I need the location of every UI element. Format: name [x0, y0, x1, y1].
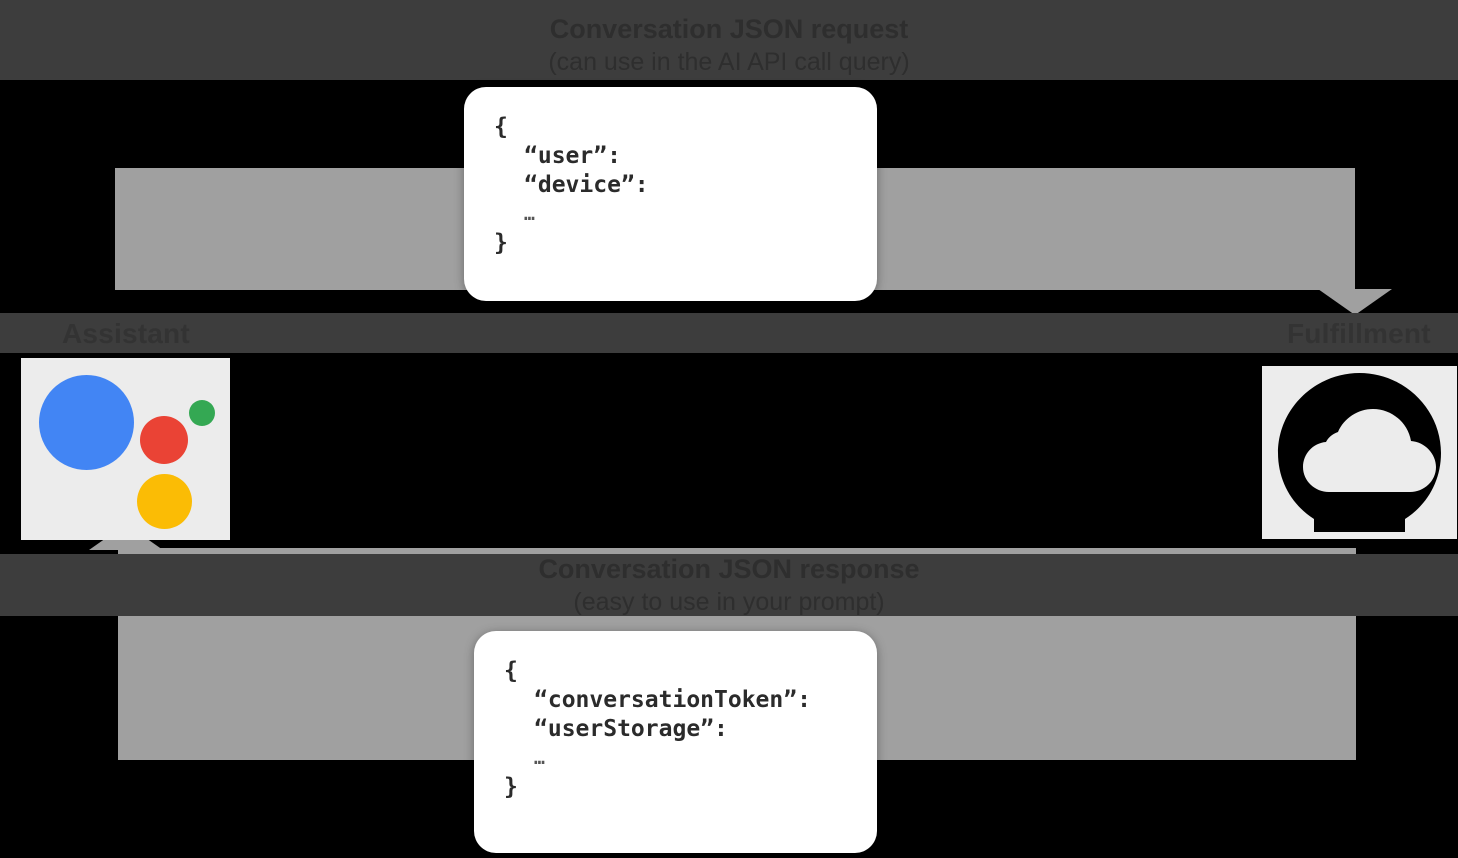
fulfillment-node-label: Fulfillment	[1287, 318, 1431, 349]
assistant-logo-tile	[21, 358, 230, 540]
google-assistant-green-dot-icon	[189, 400, 215, 426]
code-line: {	[504, 658, 518, 684]
request-caption-title: Conversation JSON request	[549, 14, 909, 44]
code-line: “userStorage”:	[534, 716, 728, 742]
top-caption-strip	[0, 0, 1458, 80]
response-caption-subtitle: (easy to use in your prompt)	[573, 588, 885, 616]
request-flow-caption: Conversation JSON request (can use in th…	[0, 12, 1458, 78]
code-line: }	[504, 774, 518, 800]
request-caption-subtitle: (can use in the AI API call query)	[548, 48, 910, 76]
middle-label-strip	[0, 313, 1458, 353]
code-line: }	[494, 230, 508, 256]
cloud-logo-icon	[1278, 373, 1441, 532]
code-line: “user”:	[524, 143, 621, 169]
response-caption-title: Conversation JSON response	[538, 554, 920, 584]
google-assistant-yellow-dot-icon	[137, 474, 192, 529]
response-json-card: { “conversationToken”: “userStorage”: … …	[474, 631, 877, 853]
fulfillment-logo-tile	[1262, 366, 1457, 539]
google-assistant-blue-dot-icon	[39, 375, 134, 470]
request-arrowhead-icon	[1318, 289, 1392, 315]
code-line: {	[494, 114, 508, 140]
assistant-node-label: Assistant	[62, 318, 190, 349]
code-line: “conversationToken”:	[534, 687, 811, 713]
code-line: …	[524, 204, 535, 225]
google-assistant-red-dot-icon	[140, 416, 188, 464]
request-json-card: { “user”: “device”: … }	[464, 87, 877, 301]
response-flow-caption: Conversation JSON response (easy to use …	[0, 552, 1458, 618]
code-line: …	[534, 748, 545, 769]
code-line: “device”:	[524, 172, 649, 198]
bottom-caption-strip	[0, 554, 1458, 616]
